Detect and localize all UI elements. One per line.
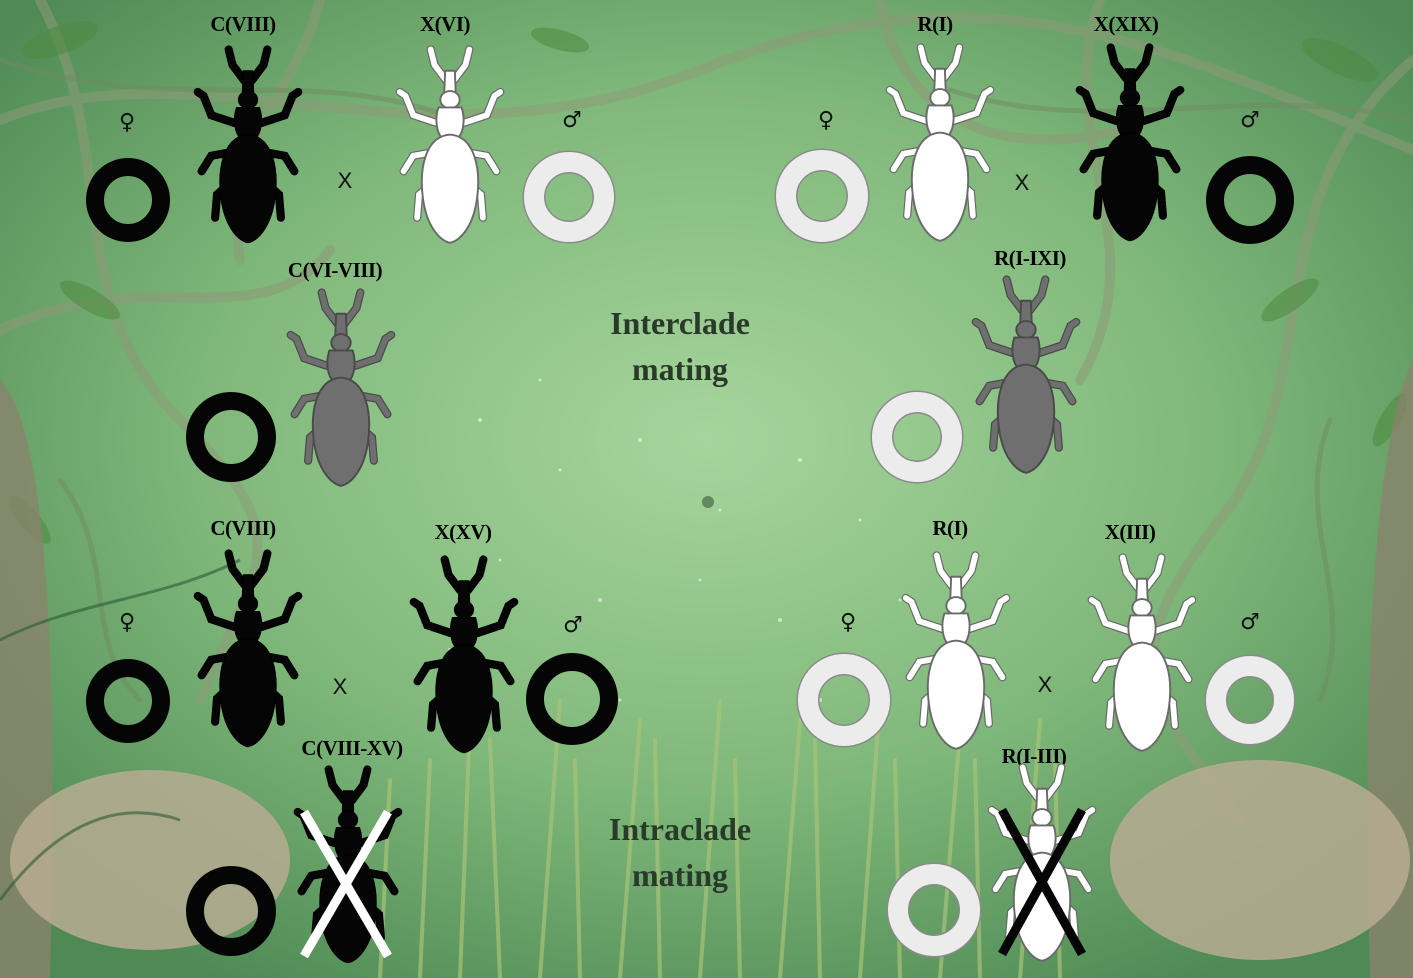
cross-symbol: X (1038, 674, 1053, 696)
male-symbol: ♂ (1240, 110, 1260, 132)
weevil-icon (1072, 40, 1188, 256)
female-ring (776, 150, 868, 242)
female-ring (86, 158, 170, 242)
female-symbol: ♀ (119, 612, 135, 634)
male-ring (526, 653, 618, 745)
top-left-male-label: X(VI) (420, 12, 470, 37)
weevil-icon (898, 548, 1014, 764)
male-ring (1206, 656, 1294, 744)
top-left-offspring-label: C(VI-VIII) (288, 258, 382, 283)
female-ring (86, 659, 170, 743)
cross-symbol: X (1015, 172, 1030, 194)
bottom-left-male-label: X(XV) (435, 520, 492, 545)
bottom-right-male-label: X(III) (1105, 520, 1156, 545)
male-symbol: ♂ (563, 615, 583, 637)
weevil-icon (1084, 550, 1200, 766)
interclade-title-line2: mating (610, 346, 750, 392)
offspring-ring (888, 864, 980, 956)
top-right-male-label: X(XIX) (1094, 12, 1159, 37)
weevil-icon (190, 546, 306, 762)
interclade-title: Interclade mating (610, 300, 750, 392)
cross-symbol: X (333, 676, 348, 698)
intraclade-title-line1: Intraclade (609, 806, 751, 852)
weevil-icon (190, 42, 306, 258)
top-right-female-label: R(I) (917, 12, 952, 37)
offspring-ring (186, 392, 276, 482)
female-symbol: ♀ (818, 110, 834, 132)
bottom-left-offspring-label: C(VIII-XV) (301, 736, 402, 761)
female-ring (798, 654, 890, 746)
cross-symbol: X (338, 170, 353, 192)
weevil-icon (283, 285, 399, 501)
male-ring (1206, 156, 1294, 244)
x-mark-icon (296, 808, 396, 960)
top-right-offspring-label: R(I-IXI) (994, 246, 1066, 271)
male-symbol: ♂ (562, 110, 582, 132)
weevil-icon (406, 552, 522, 768)
top-left-female-label: C(VIII) (210, 12, 275, 37)
interclade-title-line1: Interclade (610, 300, 750, 346)
female-symbol: ♀ (119, 112, 135, 134)
intraclade-title: Intraclade mating (609, 806, 751, 898)
male-symbol: ♂ (1240, 612, 1260, 634)
offspring-ring (186, 866, 276, 956)
female-symbol: ♀ (840, 612, 856, 634)
offspring-ring (872, 392, 962, 482)
bottom-left-female-label: C(VIII) (210, 516, 275, 541)
weevil-icon (968, 272, 1084, 488)
weevil-icon (882, 40, 998, 256)
bottom-right-female-label: R(I) (932, 516, 967, 541)
weevil-icon (392, 42, 508, 258)
male-ring (524, 152, 614, 242)
intraclade-title-line2: mating (609, 852, 751, 898)
x-mark-icon (994, 806, 1090, 958)
